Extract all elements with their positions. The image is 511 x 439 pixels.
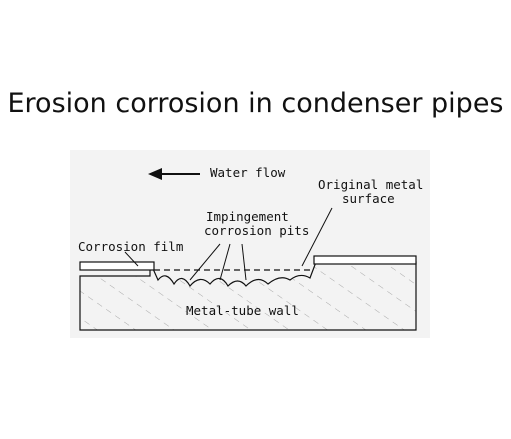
leader-original-surface — [301, 207, 333, 267]
label-corrosion-film: Corrosion film — [78, 239, 184, 254]
label-tube-wall: Metal-tube wall — [186, 303, 299, 318]
leader-pit-1 — [189, 243, 221, 281]
label-original-surface-line2: surface — [342, 191, 395, 206]
leader-pit-2 — [219, 243, 231, 281]
leader-corrosion-film — [124, 251, 139, 267]
corrosion-diagram: Water flow Original metal surface Imping… — [70, 150, 430, 338]
slide-title: Erosion corrosion in condenser pipes — [7, 88, 504, 119]
label-water-flow: Water flow — [210, 165, 286, 180]
label-pits-line1: Impingement — [206, 209, 289, 224]
label-original-surface-line1: Original metal — [318, 177, 424, 192]
label-pits-line2: corrosion pits — [204, 223, 310, 238]
metal-tube-wall — [79, 261, 417, 331]
diagram-drawing — [79, 168, 417, 331]
corrosion-film-left — [79, 261, 155, 271]
corrosion-film-right — [313, 255, 417, 265]
water-flow-arrow-head — [148, 168, 162, 180]
leader-pit-3 — [241, 243, 247, 281]
